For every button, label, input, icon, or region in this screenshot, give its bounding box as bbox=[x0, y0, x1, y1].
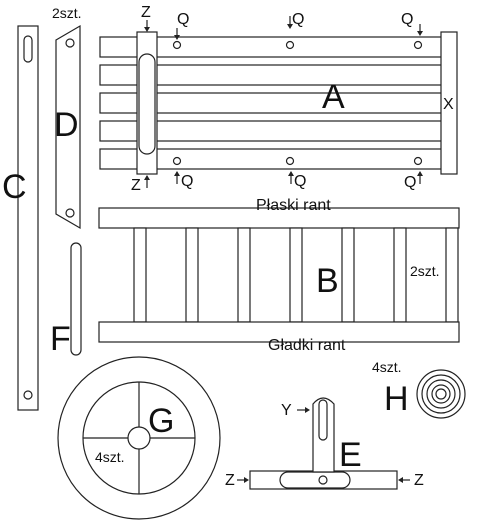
part-b-top-label: Płaski rant bbox=[256, 197, 331, 214]
part-h-count: 4szt. bbox=[372, 359, 402, 375]
part-g-letter: G bbox=[148, 402, 174, 440]
marker-q-1: Q bbox=[177, 11, 189, 28]
marker-q-3: Q bbox=[401, 11, 413, 28]
part-d-count: 2szt. bbox=[52, 5, 82, 21]
part-d: D 2szt. bbox=[52, 5, 82, 230]
part-e-mark-y: Y bbox=[281, 402, 292, 419]
part-c: C bbox=[2, 25, 39, 411]
part-e: Y E Z Z bbox=[225, 397, 424, 490]
part-b-bottom-label: Gładki rant bbox=[268, 337, 346, 354]
marker-q-2: Q bbox=[292, 11, 304, 28]
part-c-letter: C bbox=[2, 168, 27, 206]
part-f-letter: F bbox=[50, 320, 71, 358]
part-e-mark-z-right: Z bbox=[414, 472, 424, 489]
part-f: F bbox=[50, 242, 82, 358]
marker-q-6: Q bbox=[404, 174, 416, 191]
part-d-letter: D bbox=[54, 106, 79, 144]
marker-z-top: Z bbox=[141, 4, 151, 21]
part-b-letter: B bbox=[316, 262, 339, 300]
marker-z-bottom: Z bbox=[131, 177, 141, 194]
part-e-letter: E bbox=[339, 436, 362, 474]
marker-q-4: Q bbox=[181, 173, 193, 190]
part-a: A X Z Z Q Q Q Q Q Q bbox=[99, 4, 458, 194]
part-a-mark-x: X bbox=[443, 96, 454, 113]
part-e-mark-z-left: Z bbox=[225, 472, 235, 489]
part-b-count: 2szt. bbox=[410, 263, 440, 279]
part-g: G 4szt. bbox=[57, 356, 221, 520]
part-h-letter: H bbox=[384, 380, 409, 418]
part-b: Płaski rant Gładki rant B 2szt. bbox=[98, 197, 460, 354]
part-a-letter: A bbox=[322, 78, 345, 116]
part-g-count: 4szt. bbox=[95, 449, 125, 465]
marker-q-5: Q bbox=[294, 173, 306, 190]
part-h: H 4szt. bbox=[372, 359, 466, 419]
